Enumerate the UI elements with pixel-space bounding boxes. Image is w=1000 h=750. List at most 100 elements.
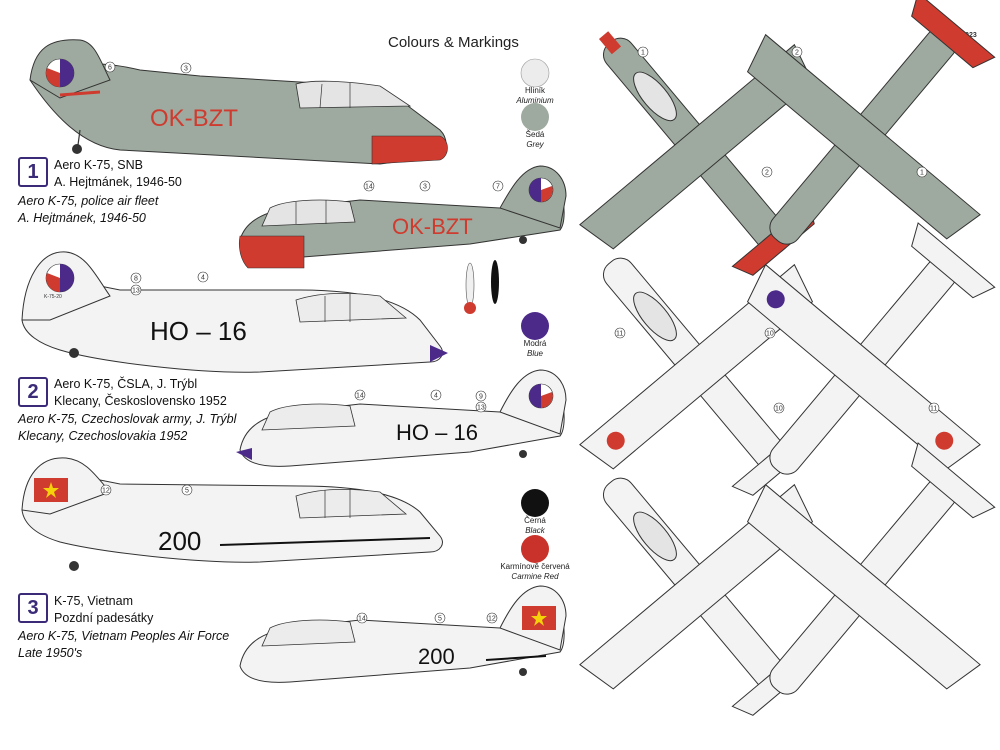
swatch-blue xyxy=(521,312,549,340)
scheme-1-badge: 1 xyxy=(18,157,48,187)
callout-marker: 9 xyxy=(475,390,487,402)
svg-text:3: 3 xyxy=(423,184,427,191)
svg-text:14: 14 xyxy=(365,184,373,191)
svg-text:3: 3 xyxy=(184,66,188,73)
callout-marker: 10 xyxy=(764,327,776,339)
svg-text:14: 14 xyxy=(358,616,366,623)
profile-1-right-registration: OK-BZT xyxy=(392,214,473,239)
profile-1-left: OK-BZT xyxy=(29,39,448,165)
profile-3-right: 200 xyxy=(239,585,567,683)
profile-2-right-registration: HO – 16 xyxy=(396,420,478,445)
svg-text:2: 2 xyxy=(795,50,799,57)
svg-text:10: 10 xyxy=(766,331,774,338)
scheme-1-caption-cz: Aero K-75, SNB A. Hejtmánek, 1946-50 xyxy=(54,157,182,191)
callout-marker: 6 xyxy=(104,61,116,73)
callout-marker: 11 xyxy=(928,402,940,414)
scheme-2-en-line1: Aero K-75, Czechoslovak army, J. Trýbl xyxy=(18,412,237,426)
profile-2-left-registration: HO – 16 xyxy=(150,316,247,346)
scheme-2-badge: 2 xyxy=(18,377,48,407)
profile-2-left: K-75-20 HO – 16 xyxy=(21,251,448,373)
scheme-3-en-line1: Aero K-75, Vietnam Peoples Air Force xyxy=(18,629,230,643)
svg-text:10: 10 xyxy=(775,406,783,413)
profile-2-tail-text: K-75-20 xyxy=(44,294,62,300)
scheme-2-cz-line2: Klecany, Československo 1952 xyxy=(54,394,227,408)
svg-text:9: 9 xyxy=(479,394,483,401)
callout-marker: 14 xyxy=(363,180,375,192)
callout-marker: 3 xyxy=(419,180,431,192)
svg-text:2: 2 xyxy=(765,170,769,177)
callout-marker: 2 xyxy=(791,46,803,58)
callout-marker: 1 xyxy=(916,166,928,178)
svg-text:4: 4 xyxy=(434,393,438,400)
callout-marker: 7 xyxy=(492,180,504,192)
svg-text:11: 11 xyxy=(616,331,623,338)
svg-text:8: 8 xyxy=(134,276,138,283)
svg-text:6: 6 xyxy=(108,65,112,72)
scheme-3-caption-en: Aero K-75, Vietnam Peoples Air Force Lat… xyxy=(18,628,229,662)
profile-3-right-registration: 200 xyxy=(418,644,455,669)
svg-text:11: 11 xyxy=(930,406,937,413)
svg-text:5: 5 xyxy=(185,488,189,495)
planview-white-bottom xyxy=(746,222,996,475)
scheme-2-cz-line1: Aero K-75, ČSLA, J. Trýbl xyxy=(54,377,198,391)
callout-marker: 11 xyxy=(614,327,626,339)
profile-1-right: OK-BZT xyxy=(238,165,567,269)
swatch-red xyxy=(521,535,549,563)
profile-3-left: 200 xyxy=(21,457,443,571)
scheme-2-caption-en: Aero K-75, Czechoslovak army, J. Trýbl K… xyxy=(18,411,236,445)
scheme-3-cz-line2: Pozdní padesátky xyxy=(54,611,154,625)
callout-marker: 2 xyxy=(761,166,773,178)
svg-text:1: 1 xyxy=(920,170,924,177)
callout-marker: 14 xyxy=(354,389,366,401)
svg-text:5: 5 xyxy=(438,616,442,623)
svg-text:4: 4 xyxy=(201,275,205,282)
callout-marker: 3 xyxy=(180,62,192,74)
scheme-3-caption-cz: K-75, Vietnam Pozdní padesátky xyxy=(54,593,153,627)
scheme-2-caption-cz: Aero K-75, ČSLA, J. Trýbl Klecany, Česko… xyxy=(54,376,227,410)
callout-marker: 5 xyxy=(434,612,446,624)
propeller-spinner-red xyxy=(464,262,476,314)
scheme-2-en-line2: Klecany, Czechoslovakia 1952 xyxy=(18,429,188,443)
callout-marker: 10 xyxy=(773,402,785,414)
swatch-aluminium xyxy=(520,58,550,88)
scheme-1-en-line2: A. Hejtmánek, 1946-50 xyxy=(18,211,146,225)
callout-marker: 4 xyxy=(197,271,209,283)
callout-marker: 5 xyxy=(181,484,193,496)
scheme-3-cz-line1: K-75, Vietnam xyxy=(54,594,133,608)
svg-text:1: 1 xyxy=(641,50,645,57)
svg-text:12: 12 xyxy=(102,488,110,495)
scheme-1-cz-line1: Aero K-75, SNB xyxy=(54,158,143,172)
swatch-grey xyxy=(521,103,549,131)
callout-marker: 14 xyxy=(356,612,368,624)
planview-vietnam-bottom xyxy=(746,442,996,695)
callout-marker: 12 xyxy=(486,612,498,624)
planview-grey-bottom xyxy=(746,0,996,245)
callout-marker: 1 xyxy=(637,46,649,58)
callout-marker: 13 xyxy=(475,401,487,413)
svg-text:13: 13 xyxy=(132,288,140,295)
scheme-3-badge: 3 xyxy=(18,593,48,623)
scheme-1-en-line1: Aero K-75, police air fleet xyxy=(18,194,159,208)
callout-marker: 13 xyxy=(130,284,142,296)
scheme-3-en-line2: Late 1950's xyxy=(18,646,83,660)
scheme-1-caption-en: Aero K-75, police air fleet A. Hejtmánek… xyxy=(18,193,158,227)
callout-marker: 4 xyxy=(430,389,442,401)
callout-markers: 3 6 14 3 7 8 13 4 14 4 9 13 12 5 14 5 12… xyxy=(100,46,940,624)
profile-1-left-registration: OK-BZT xyxy=(150,105,238,132)
svg-text:14: 14 xyxy=(356,393,364,400)
svg-text:13: 13 xyxy=(477,405,485,412)
planview-grey-top xyxy=(579,31,815,276)
swatch-black xyxy=(521,489,549,517)
svg-text:12: 12 xyxy=(488,616,496,623)
callout-marker: 8 xyxy=(130,272,142,284)
svg-text:7: 7 xyxy=(496,184,500,191)
callout-marker: 12 xyxy=(100,484,112,496)
profile-3-left-registration: 200 xyxy=(158,526,201,556)
profile-2-right: HO – 16 xyxy=(236,369,567,467)
